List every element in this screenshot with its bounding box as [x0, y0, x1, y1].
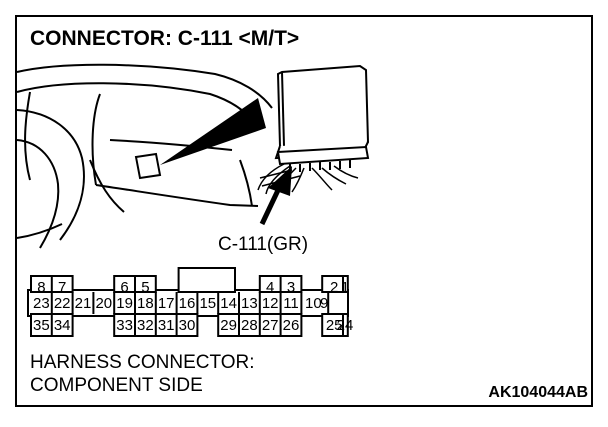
pin-label: 16 [179, 295, 196, 312]
pin-label: 12 [262, 295, 279, 312]
caption-line-1: HARNESS CONNECTOR: [30, 352, 255, 373]
pointer-arrow [259, 166, 292, 226]
pin-label: 30 [179, 317, 196, 334]
pin-label: 23 [33, 295, 50, 312]
pin-label: 28 [241, 317, 258, 334]
pin-label: 32 [137, 317, 154, 334]
pin-label: 18 [137, 295, 154, 312]
pin-label: 25 [326, 317, 343, 334]
pin-cell-group [321, 313, 349, 337]
pin-label: 11 [283, 295, 299, 312]
caption-line-2: COMPONENT SIDE [30, 375, 203, 396]
pin-label: 26 [283, 317, 300, 334]
connector-label: C-111(GR) [218, 234, 308, 255]
pin-cell-group [321, 275, 349, 293]
pin-label: 17 [158, 295, 175, 312]
pin-label: 10 [305, 295, 322, 312]
mounted-ecu-box [134, 152, 162, 180]
locking-tab [177, 267, 237, 293]
pin-label: 33 [116, 317, 133, 334]
control-unit-illustration [274, 64, 370, 172]
pin-label: 19 [116, 295, 133, 312]
pin-label: 14 [220, 295, 237, 312]
pin-label: 3 [287, 279, 295, 296]
connector-title: CONNECTOR: C-111 <M/T> [30, 27, 299, 50]
pin-label: 15 [199, 295, 216, 312]
pin-label: 35 [33, 317, 50, 334]
pin-label: 2 [330, 279, 338, 296]
wire-harness [257, 163, 359, 199]
pin-label: 1 [341, 279, 349, 296]
pin-label: 27 [262, 317, 279, 334]
pin-label: 21 [75, 295, 92, 312]
pin-label: 31 [158, 317, 175, 334]
pin-label: 24 [337, 317, 354, 334]
pin-label: 34 [54, 317, 71, 334]
pin-label: 4 [266, 279, 274, 296]
pin-label: 9 [320, 295, 328, 312]
pin-label: 20 [95, 295, 112, 312]
callout-wedge [160, 98, 266, 165]
pin-label: 8 [37, 279, 45, 296]
figure-code: AK104044AB [488, 384, 588, 401]
pin-label: 5 [141, 279, 149, 296]
pin-label: 6 [120, 279, 128, 296]
pin-label: 22 [54, 295, 71, 312]
pin-label: 13 [241, 295, 258, 312]
pin-label: 7 [58, 279, 66, 296]
connector-body [27, 289, 349, 317]
pin-label: 29 [220, 317, 237, 334]
